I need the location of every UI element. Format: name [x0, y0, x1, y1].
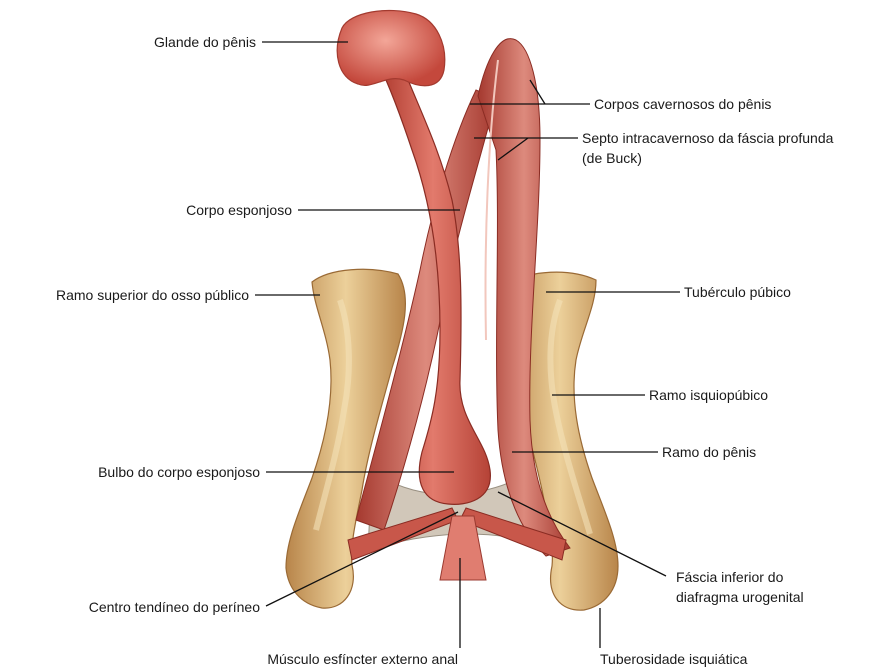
label-ramo-penis: Ramo do pênis	[662, 444, 756, 460]
label-glande: Glande do pênis	[154, 34, 256, 50]
label-ramo-isquiopubico: Ramo isquiopúbico	[649, 387, 768, 403]
label-bulbo: Bulbo do corpo esponjoso	[98, 464, 260, 480]
label-tuberosidade: Tuberosidade isquiática	[600, 651, 748, 667]
label-fascia-line2: diafragma urogenital	[676, 589, 804, 605]
label-ramo-superior: Ramo superior do osso público	[56, 287, 249, 303]
label-septo-line2: (de Buck)	[582, 150, 642, 166]
label-corpos-cavernosos: Corpos cavernosos do pênis	[594, 96, 771, 112]
label-centro-tendineo: Centro tendíneo do períneo	[89, 599, 260, 615]
glans-penis	[337, 10, 445, 85]
label-musculo-esfincter: Músculo esfíncter externo anal	[267, 651, 458, 667]
label-corpo-esponjoso: Corpo esponjoso	[186, 202, 292, 218]
label-fascia-line1: Fáscia inferior do	[676, 569, 784, 585]
label-septo-line1: Septo intracavernoso da fáscia profunda	[582, 130, 834, 146]
label-tuberculo-pubico: Tubérculo púbico	[684, 284, 791, 300]
